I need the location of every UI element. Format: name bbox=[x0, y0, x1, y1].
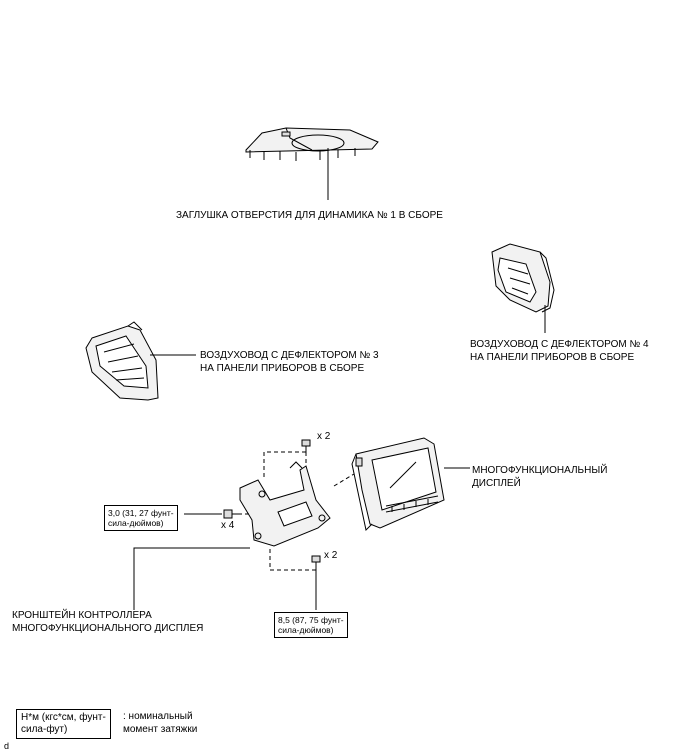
air-duct-no3-illustration bbox=[85, 321, 159, 401]
torque-bottom-line1: 8,5 (87, 75 фунт- bbox=[278, 615, 344, 625]
top-screw-quantity: x 2 bbox=[317, 431, 331, 442]
torque-spec-left: 3,0 (31, 27 фунт- сила-дюймов) bbox=[104, 505, 178, 531]
screw-top-illustration bbox=[301, 439, 311, 452]
display-label-line2: ДИСПЛЕЙ bbox=[472, 478, 521, 489]
torque-left-line1: 3,0 (31, 27 фунт- bbox=[108, 508, 174, 518]
screw-bottom-illustration bbox=[311, 555, 321, 570]
display-label-line1: МНОГОФУНКЦИОНАЛЬНЫЙ bbox=[472, 465, 608, 476]
duct4-label-line2: НА ПАНЕЛИ ПРИБОРОВ В СБОРЕ bbox=[470, 352, 635, 363]
left-screw-quantity: x 4 bbox=[221, 520, 235, 531]
assembly-dashed-lines bbox=[238, 451, 355, 571]
duct3-label-line1: ВОЗДУХОВОД С ДЕФЛЕКТОРОМ № 3 bbox=[200, 350, 379, 361]
bracket-label-line2: МНОГОФУНКЦИОНАЛЬНОГО ДИСПЛЕЯ bbox=[12, 623, 204, 634]
torque-left-line2: сила-дюймов) bbox=[108, 518, 164, 528]
speaker-cover-label: ЗАГЛУШКА ОТВЕРСТИЯ ДЛЯ ДИНАМИКА № 1 В СБ… bbox=[176, 210, 443, 221]
torque-bottom-line2: сила-дюймов) bbox=[278, 625, 334, 635]
speaker-cover-illustration bbox=[245, 127, 379, 161]
torque-spec-bottom: 8,5 (87, 75 фунт- сила-дюймов) bbox=[274, 612, 348, 638]
footer-code: d bbox=[4, 741, 10, 751]
legend-desc-line1: : номинальный bbox=[123, 711, 193, 722]
screw-left-illustration bbox=[223, 509, 238, 519]
bracket-label-line1: КРОНШТЕЙН КОНТРОЛЛЕРА bbox=[12, 610, 152, 621]
legend-desc-line2: момент затяжки bbox=[123, 724, 198, 735]
duct4-label-line1: ВОЗДУХОВОД С ДЕФЛЕКТОРОМ № 4 bbox=[470, 339, 649, 350]
bottom-screw-quantity: x 2 bbox=[324, 550, 338, 561]
legend-unit-line2: сила-фут) bbox=[21, 724, 68, 735]
bracket-illustration bbox=[239, 461, 331, 547]
display-illustration bbox=[351, 437, 445, 532]
air-duct-no4-illustration bbox=[491, 243, 555, 313]
legend-unit-box: Н*м (кгс*см, фунт- сила-фут) bbox=[16, 709, 111, 739]
duct3-label-line2: НА ПАНЕЛИ ПРИБОРОВ В СБОРЕ bbox=[200, 363, 365, 374]
legend-unit-line1: Н*м (кгс*см, фунт- bbox=[21, 712, 106, 723]
leader-bracket bbox=[133, 547, 250, 610]
